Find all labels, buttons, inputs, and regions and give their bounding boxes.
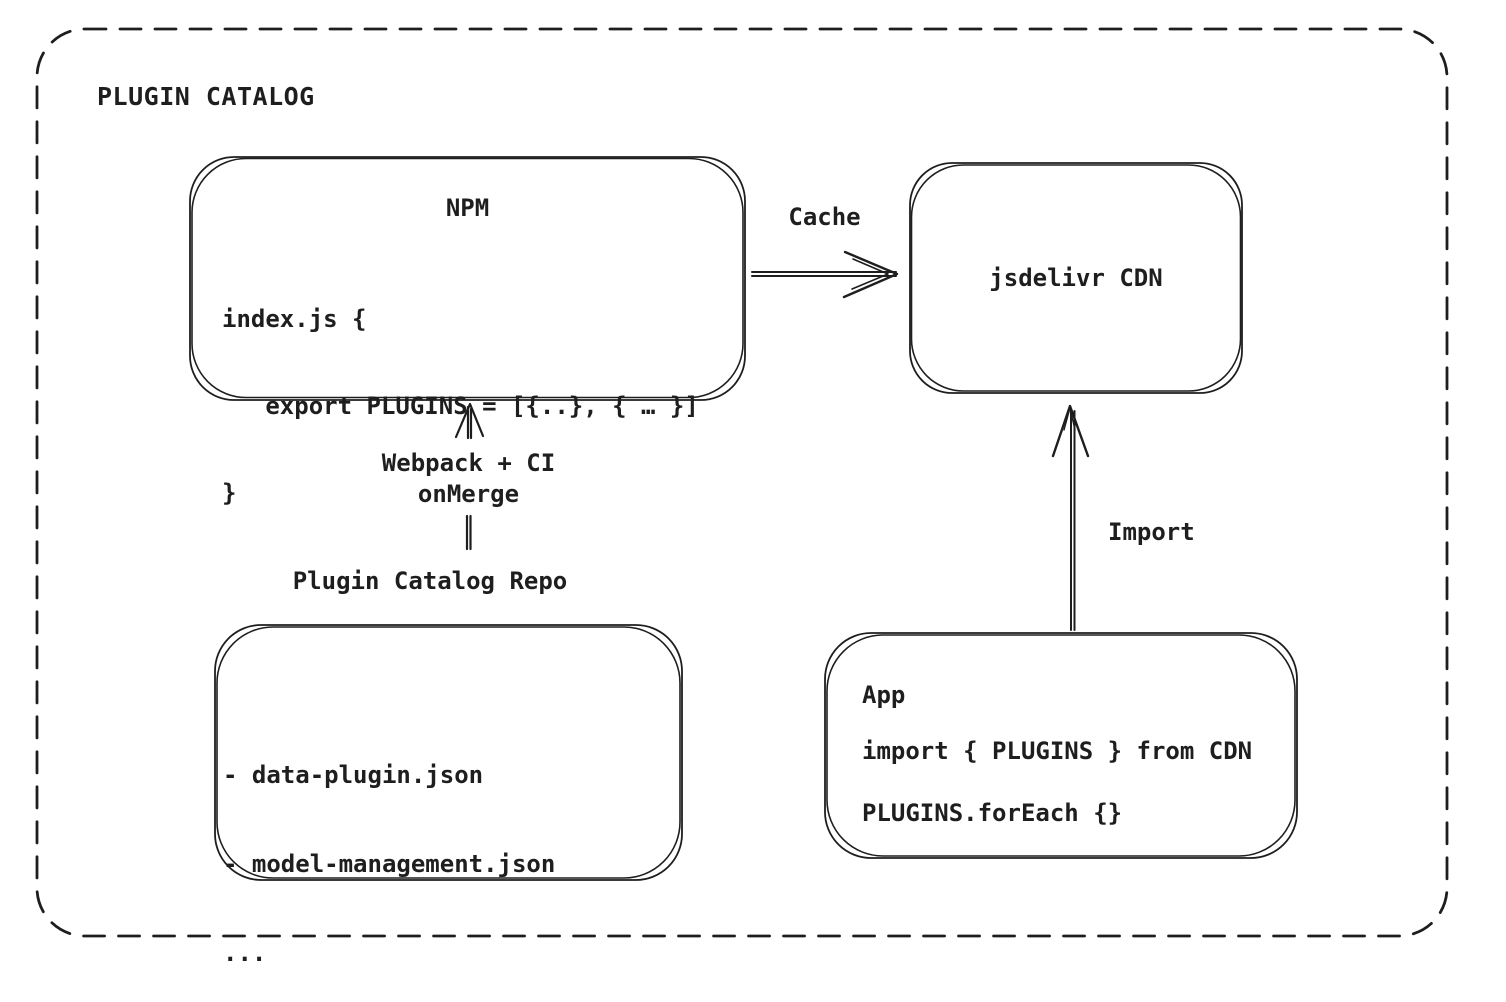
cdn-box-outline: [909, 162, 1243, 394]
catalog-boundary-outline: [35, 27, 1449, 938]
app-code-line: PLUGINS.forEach {}: [862, 799, 1123, 827]
repo-node-label: Plugin Catalog Repo: [292, 567, 568, 595]
repo-box-outline: [214, 624, 683, 881]
app-code-line: import { PLUGINS } from CDN: [862, 737, 1253, 765]
cdn-node-title: jsdelivr CDN: [989, 264, 1163, 292]
import-arrow-label: Import: [1108, 518, 1195, 546]
cache-arrow: [751, 250, 899, 299]
import-arrow: [1051, 404, 1090, 631]
npm-node-title: NPM: [445, 194, 490, 222]
repo-file-list: - data-plugin.json - model-management.js…: [223, 703, 555, 1002]
catalog-title: PLUGIN CATALOG: [97, 82, 315, 111]
build-arrow: [454, 402, 485, 551]
app-box-outline: [824, 632, 1298, 859]
build-arrow-label-line2: onMerge: [417, 480, 520, 508]
npm-box-outline: [189, 156, 746, 401]
npm-code-line: index.js {: [222, 305, 367, 333]
repo-file-item: - data-plugin.json: [223, 761, 484, 789]
app-node-title: App: [862, 681, 906, 709]
repo-file-item: - model-management.json: [223, 850, 556, 878]
repo-file-item: ...: [223, 939, 267, 967]
npm-code-block: index.js { export PLUGINS = [{..}, { … }…: [222, 248, 699, 565]
npm-code-line: export PLUGINS = [{..}, { … }]: [222, 392, 699, 420]
npm-code-line: }: [222, 479, 237, 507]
build-arrow-label-line1: Webpack + CI: [381, 449, 556, 477]
cache-arrow-label: Cache: [788, 203, 861, 231]
